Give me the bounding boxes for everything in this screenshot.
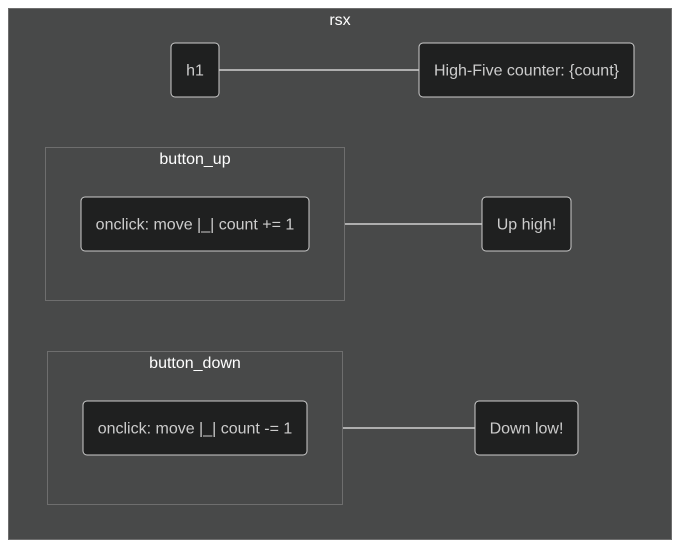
node-up-text: Up high! [481, 196, 572, 252]
node-up-onclick: onclick: move |_| count += 1 [80, 196, 310, 252]
node-down-onclick: onclick: move |_| count -= 1 [82, 400, 308, 456]
node-up-text-label: Up high! [497, 217, 557, 234]
node-down-text: Down low! [474, 400, 579, 456]
node-down-text-label: Down low! [490, 421, 564, 438]
cluster-rsx-label: rsx [329, 12, 350, 29]
cluster-button-down: button_down [47, 351, 343, 505]
cluster-button-down-label: button_down [149, 355, 241, 372]
node-h1-label: h1 [186, 63, 204, 80]
cluster-button-up-label: button_up [159, 151, 230, 168]
node-h1: h1 [170, 42, 220, 98]
node-down-onclick-label: onclick: move |_| count -= 1 [98, 421, 293, 438]
node-h1-text: High-Five counter: {count} [418, 42, 635, 98]
node-h1-text-label: High-Five counter: {count} [434, 63, 620, 80]
cluster-button-up: button_up [45, 147, 345, 301]
node-up-onclick-label: onclick: move |_| count += 1 [96, 217, 295, 234]
